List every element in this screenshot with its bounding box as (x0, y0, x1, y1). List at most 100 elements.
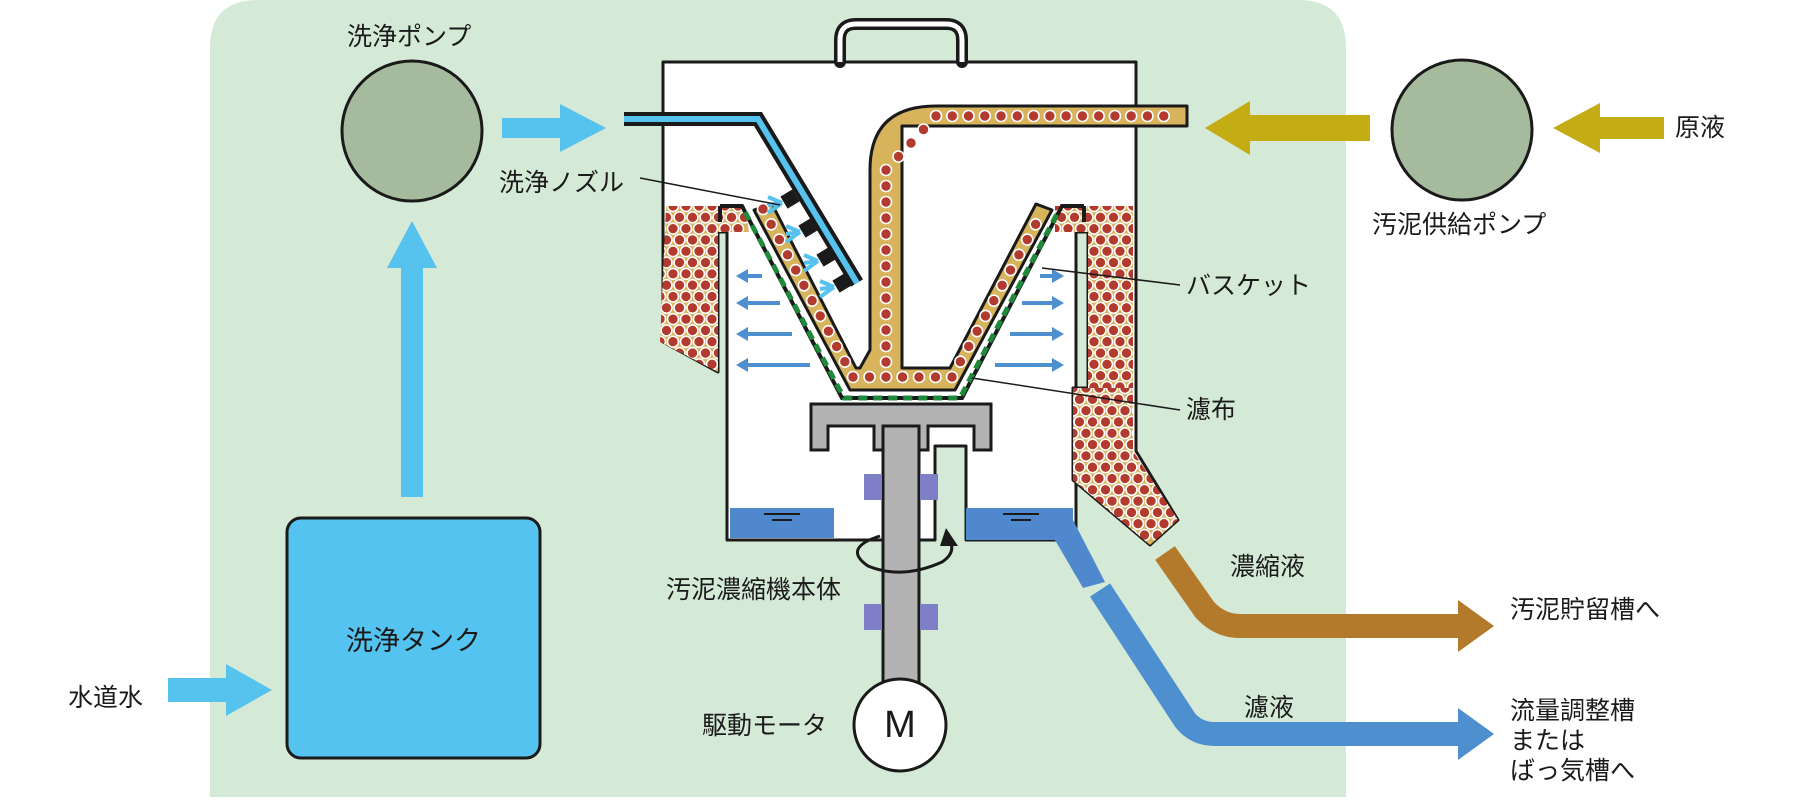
wash-nozzle (832, 273, 852, 293)
sludge-particle (1118, 472, 1132, 485)
sludge-particle (1107, 211, 1120, 224)
sludge-particle (846, 370, 860, 384)
sludge-particle (679, 335, 693, 348)
sludge-particle (879, 195, 893, 209)
sludge-particle (699, 211, 712, 224)
discharge-sludge (1073, 388, 1178, 545)
sludge-particle (879, 291, 893, 305)
sludge-feed-pump (1390, 58, 1534, 202)
basket-sludge (752, 104, 1189, 392)
sludge-particle (699, 278, 712, 292)
sludge-particle (673, 233, 686, 247)
sludge-particle (1112, 483, 1125, 497)
sludge-particle (692, 267, 706, 281)
to-flow-adjust-label: 流量調整槽 または ばっ気槽へ (1510, 696, 1636, 785)
sludge-particle (838, 355, 852, 369)
spray-jet (784, 230, 802, 244)
sludge-particle (679, 244, 693, 258)
sludge-feed-pump-label: 汚泥供給ポンプ (1372, 210, 1547, 239)
sludge-particle (1108, 109, 1122, 123)
filtrate-flow-arrowhead (1052, 296, 1064, 310)
to-sludge-storage-label: 汚泥貯留槽へ (1510, 595, 1661, 624)
sludge-particle (699, 324, 712, 337)
leader-lines (639, 177, 1181, 411)
sludge-particle (1138, 506, 1151, 519)
sludge-particle (1120, 211, 1133, 224)
sludge-particle (1079, 404, 1093, 417)
wash-pump (340, 59, 484, 203)
basket-label: バスケット (1186, 271, 1312, 300)
sludge-particle (679, 290, 693, 303)
sludge-particle (789, 263, 803, 277)
sludge-particle (1027, 109, 1040, 123)
sludge-particle (1100, 312, 1114, 326)
sludge-particle (699, 256, 712, 269)
sludge-particle (705, 267, 719, 281)
sludge-particle (666, 244, 680, 258)
sludge-particle (660, 301, 673, 315)
sludge-particle (1113, 290, 1127, 303)
concentrate-outflow-arrow (1155, 546, 1460, 638)
wash-nozzle-label: 洗浄ノズル (499, 168, 625, 197)
sludge-particle (1113, 222, 1127, 235)
sludge-particle (699, 346, 712, 360)
sludge-particle (1087, 206, 1101, 213)
filtrate-flow-arrowhead (736, 269, 748, 283)
filtrate-flow-arrowhead (736, 327, 748, 341)
sludge-particle (1107, 256, 1120, 269)
sludge-particle (705, 206, 719, 213)
sludge-particle (987, 294, 1001, 307)
sludge-particle (1120, 324, 1133, 337)
sludge-particle (692, 244, 706, 258)
sludge-particle (1105, 449, 1119, 463)
sludge-particle (1087, 358, 1101, 371)
sludge-particle (1079, 426, 1093, 440)
sludge-particle (1086, 438, 1099, 451)
sludge-particle (879, 163, 893, 177)
filtrate-flow-arrowhead (1052, 358, 1064, 372)
sludge-particle (1100, 244, 1114, 258)
sludge-particle (1004, 263, 1017, 277)
sludge-particle (1113, 312, 1127, 326)
sludge-particle (1087, 244, 1101, 258)
sludge-particle (1107, 301, 1120, 315)
filter-cloth (742, 210, 1061, 401)
sludge-particle (660, 290, 667, 303)
filtrate-flow-arrowhead (736, 358, 748, 372)
sludge-particle (1126, 222, 1133, 235)
sludge-particle (1094, 369, 1107, 382)
sludge-particle (692, 290, 706, 303)
sludge-particle (912, 370, 926, 384)
sludge-particle (1141, 109, 1154, 123)
sludge-particle (686, 301, 699, 315)
sludge-particle (962, 109, 975, 123)
sludge-particle (692, 335, 706, 348)
pump-to-machine-arrow (1205, 101, 1370, 155)
sludge-particle (1144, 517, 1158, 530)
sludge-particle (1092, 404, 1106, 417)
sludge-particle (764, 217, 778, 231)
sludge-particle (666, 290, 680, 303)
sludge-particle (1126, 358, 1133, 371)
wash-nozzle (798, 218, 818, 238)
filtrate-label: 濾液 (1244, 693, 1295, 722)
sludge-particle (1099, 460, 1112, 474)
sludge-particle (673, 256, 686, 269)
sludge-particle (1120, 301, 1133, 315)
sludge-particle (699, 233, 712, 247)
sludge-particle (686, 233, 699, 247)
sludge-particle (1100, 380, 1114, 388)
sludge-particle (879, 259, 893, 273)
sludge-particle (879, 275, 893, 289)
sludge-particle (1131, 517, 1145, 530)
sludge-particle (1107, 324, 1120, 337)
sludge-particle (1112, 460, 1125, 474)
filter-cloth-label: 濾布 (1186, 395, 1237, 424)
sludge-particle (1120, 278, 1133, 292)
spray-jet (818, 285, 836, 299)
sludge-particle (1125, 506, 1138, 519)
sludge-particle (686, 346, 699, 360)
wash-tank (285, 516, 542, 760)
sludge-particle (660, 278, 673, 292)
